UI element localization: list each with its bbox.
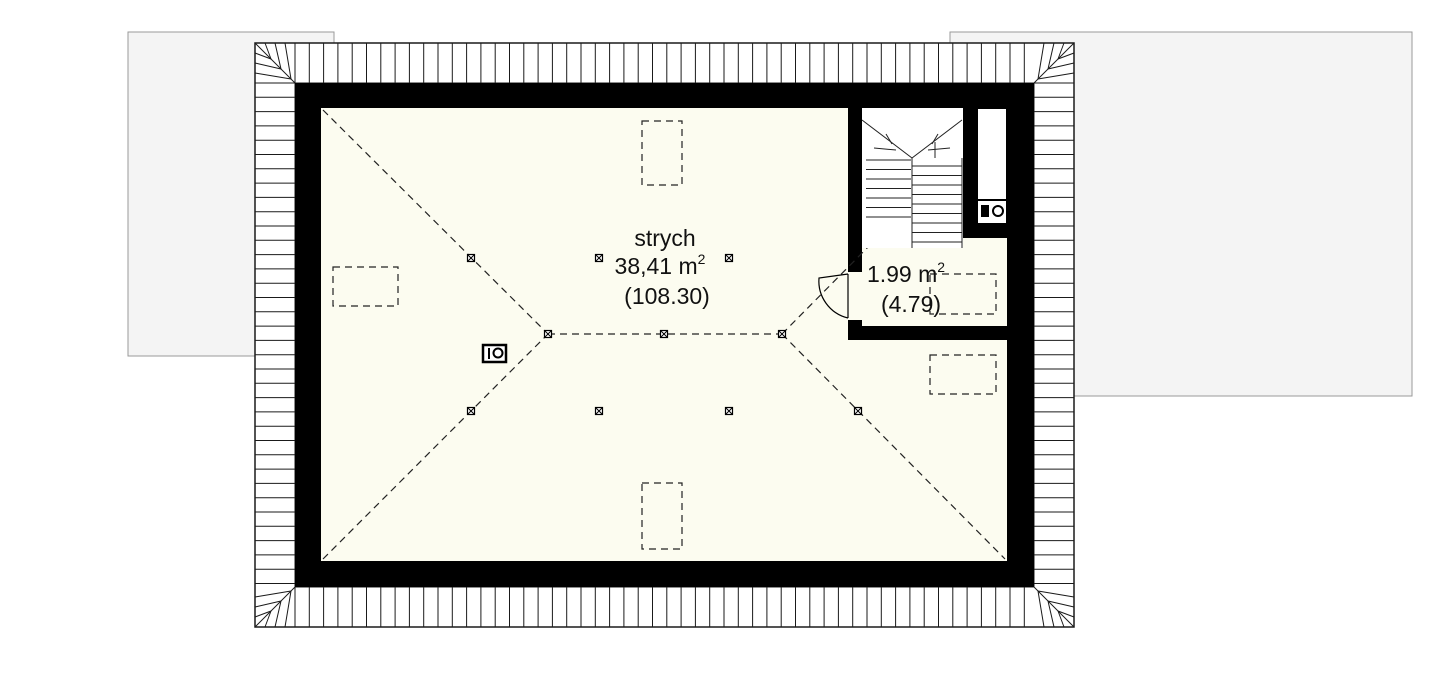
roof-tile-line (254, 72, 292, 80)
partition-wall-vertical (848, 108, 862, 272)
roof-tile-line (254, 52, 272, 60)
roof-tile-line (1033, 42, 1075, 84)
roof-tile-line (1037, 42, 1045, 80)
hip-line-se (781, 333, 1006, 560)
skylight-outline (332, 266, 399, 307)
roof-pillar-marker (659, 329, 669, 339)
attic-net-area: (108.30) (624, 283, 710, 309)
roof-tile-line (1033, 586, 1075, 628)
chimney-shaft (963, 224, 1007, 238)
roof-tile-line (1047, 62, 1075, 70)
roof-pillar-marker (466, 406, 476, 416)
landing-net-area: (4.79) (881, 291, 941, 317)
roof-pillars (466, 253, 863, 416)
landing-label: 1.99 m2 (4.79) (867, 259, 945, 317)
roof-pillar-marker (594, 406, 604, 416)
roof-pillar-marker (594, 253, 604, 263)
roof-tile-line (1057, 610, 1065, 628)
roof-tile-line (1057, 610, 1075, 618)
roof-pillar-marker (853, 406, 863, 416)
roof-tile-line (1057, 52, 1075, 60)
roof-pillar-marker (724, 253, 734, 263)
service-shaft (976, 107, 1008, 225)
roof-tile-line (284, 590, 292, 628)
attic-room-name: strych (634, 225, 695, 251)
roof-tile-line (254, 586, 296, 628)
partition-wall-horizontal (848, 326, 1007, 340)
hip-line-sw (322, 333, 549, 560)
roof-pillar-marker (543, 329, 553, 339)
roof-tile-line (264, 610, 272, 628)
roof-tile-line (254, 600, 282, 608)
roof-hip-lines (322, 109, 1006, 560)
roof-tile-line (254, 590, 292, 598)
skylight-outline (929, 273, 997, 315)
door-swing-icon (818, 273, 849, 319)
roof-tile-line (274, 600, 282, 628)
roof-pillar-marker (466, 253, 476, 263)
roof-tile-line (1047, 600, 1055, 628)
hip-line-ne (781, 151, 963, 335)
attic-label: strych 38,41 m2 (108.30) (615, 225, 710, 309)
roof-tile-line (1037, 590, 1045, 628)
roof-tile-line (1047, 42, 1055, 70)
stairs-icon (861, 108, 963, 248)
roof-tile-line (274, 42, 282, 70)
roof-tile-line (254, 42, 296, 84)
roof-tile-line (284, 42, 292, 80)
roof-pillar-marker (777, 329, 787, 339)
landing-area: 1.99 m2 (867, 259, 945, 287)
roof-tile-line (1037, 72, 1075, 80)
skylight-outline (641, 120, 683, 186)
roof-tile-line (1057, 42, 1065, 60)
roof-pillar-marker (724, 406, 734, 416)
partition-wall-top (963, 108, 977, 236)
roof-tile-line (254, 610, 272, 618)
roof-tile-line (264, 42, 272, 60)
hip-line-nw (322, 109, 549, 335)
skylights (332, 120, 997, 550)
chimney-icon (481, 343, 508, 364)
skylight-outline (929, 354, 997, 395)
skylight-outline (641, 482, 683, 550)
attic-room-area: 38,41 m2 (615, 251, 706, 279)
roof-tile-line (1037, 590, 1075, 598)
roof-tile-line (1047, 600, 1075, 608)
roof-tile-line (254, 62, 282, 70)
